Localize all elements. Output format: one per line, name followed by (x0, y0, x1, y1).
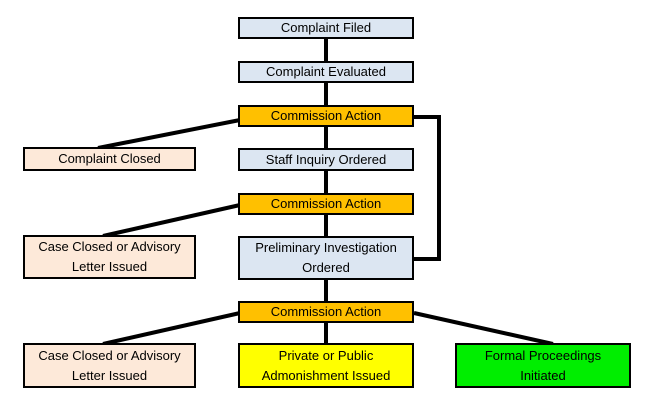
connector-action-3-to-formal (413, 311, 554, 346)
case-closed-box-1: Case Closed or Advisory Letter Issued (23, 235, 196, 279)
preliminary-investigation-line-1: Preliminary Investigation (255, 240, 397, 255)
commission-action-box-1: Commission Action (238, 105, 414, 127)
formal-proceedings-line-1: Formal Proceedings (484, 347, 602, 363)
connector-action-2-to-case-closed-1 (102, 203, 241, 238)
connector-action-1-to-complaint-closed (97, 118, 241, 150)
commission-action-box-2: Commission Action (238, 193, 414, 215)
admonishment-line-2: Admonishment Issued (261, 367, 391, 383)
complaint-closed-box: Complaint Closed (23, 147, 196, 171)
connector-action-3-to-case-closed-2 (102, 311, 241, 346)
preliminary-investigation-box: Preliminary Investigation Ordered (238, 236, 414, 280)
case-closed-2-line-2: Letter Issued (71, 367, 148, 383)
staff-inquiry-label: Staff Inquiry Ordered (265, 151, 387, 167)
commission-action-label-1: Commission Action (270, 108, 382, 123)
commission-action-box-3: Commission Action (238, 301, 414, 323)
complaint-evaluated-box: Complaint Evaluated (238, 61, 414, 83)
formal-proceedings-line-2: Initiated (520, 367, 566, 383)
commission-action-label-3: Commission Action (270, 304, 382, 319)
commission-action-label-2: Commission Action (270, 196, 382, 211)
case-closed-2-line-1: Case Closed or Advisory (38, 347, 181, 363)
complaint-filed-label: Complaint Filed (280, 20, 372, 35)
case-closed-1-line-2: Letter Issued (71, 259, 148, 274)
case-closed-box-2: Case Closed or Advisory Letter Issued (23, 343, 196, 388)
complaint-filed-box: Complaint Filed (238, 17, 414, 39)
staff-inquiry-box: Staff Inquiry Ordered (238, 148, 414, 171)
admonishment-line-1: Private or Public (278, 347, 374, 363)
case-closed-1-line-1: Case Closed or Advisory (38, 239, 181, 254)
formal-proceedings-box: Formal Proceedings Initiated (455, 343, 631, 388)
complaint-closed-label: Complaint Closed (58, 151, 161, 166)
preliminary-investigation-line-2: Ordered (302, 260, 350, 275)
complaint-evaluated-label: Complaint Evaluated (266, 64, 386, 79)
admonishment-box: Private or Public Admonishment Issued (238, 343, 414, 388)
connector-prelim-loop-to-action-1 (414, 115, 441, 261)
